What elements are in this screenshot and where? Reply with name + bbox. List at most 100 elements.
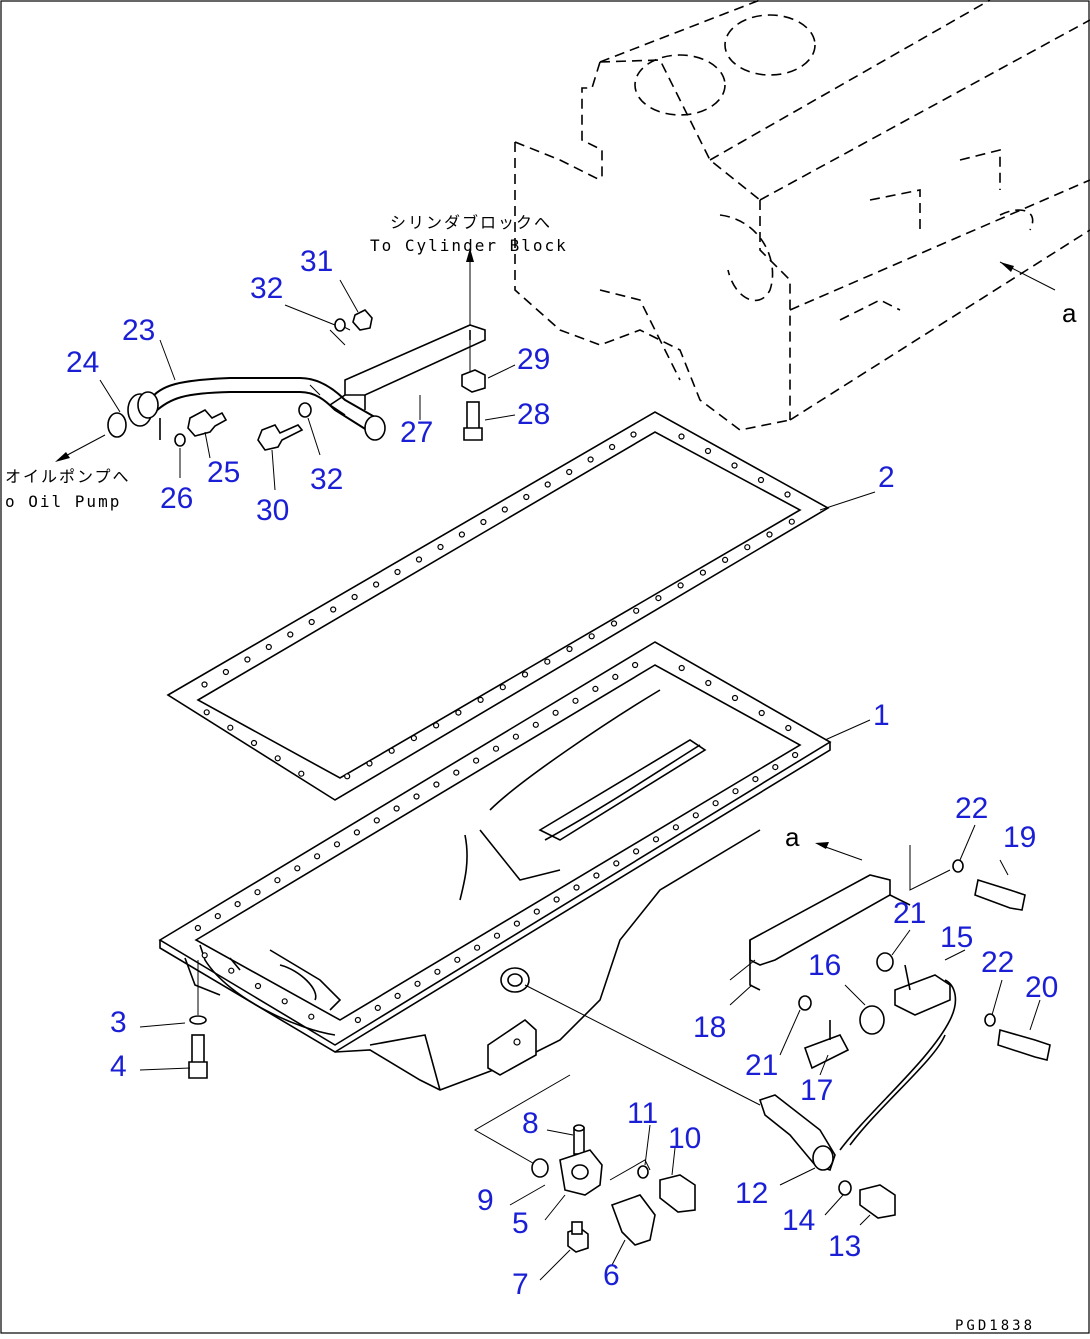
- bolt-hole: [415, 556, 423, 563]
- bolt-hole: [314, 853, 321, 860]
- bolt-hole: [374, 1004, 381, 1012]
- bolt-hole: [588, 633, 595, 640]
- ref-a-bottom-label: a: [785, 822, 800, 852]
- bolt-hole: [692, 812, 699, 819]
- bolt-hole: [553, 896, 560, 903]
- bolt-hole: [721, 556, 729, 564]
- bolt-hole: [366, 760, 373, 767]
- bolt-hole: [351, 593, 358, 601]
- bolt-hole: [592, 685, 599, 693]
- bolt-hole: [433, 781, 440, 788]
- ref-a-top-label: a: [1062, 298, 1077, 328]
- part-number-19: 19: [1003, 821, 1036, 854]
- bolt-hole: [492, 745, 500, 752]
- bolt-hole: [330, 606, 337, 613]
- bolt-hole: [757, 476, 765, 484]
- bolt-hole: [393, 805, 400, 812]
- part-number-22-upper: 22: [955, 792, 988, 825]
- part-number-26: 26: [160, 482, 193, 515]
- bolt-hole: [678, 433, 685, 440]
- bolt-hole: [333, 841, 341, 848]
- bolt-hole: [234, 900, 241, 908]
- bolt-hole: [413, 793, 420, 800]
- bolt-hole: [785, 724, 792, 732]
- bolt-hole: [227, 724, 234, 731]
- bolt-hole: [274, 755, 281, 762]
- bolt-hole: [678, 664, 685, 672]
- part-number-28: 28: [517, 398, 550, 431]
- bolt-hole: [544, 658, 551, 665]
- drawing-code: PGD1838: [955, 1318, 1035, 1334]
- part-number-15: 15: [940, 921, 973, 954]
- bolt-hole: [533, 908, 540, 915]
- part-number-11: 11: [627, 1097, 658, 1130]
- bolt-hole: [704, 447, 712, 455]
- bolt-hole: [474, 944, 481, 951]
- oil-pipe-assembly: [55, 248, 486, 462]
- bolt-hole: [434, 968, 441, 975]
- bolt-hole: [308, 618, 315, 626]
- part-number-10: 10: [668, 1122, 701, 1155]
- bolt-hole: [573, 884, 580, 891]
- bolt-hole: [784, 491, 791, 498]
- bolt-hole: [453, 769, 460, 776]
- bolt-hole: [433, 722, 440, 729]
- bolt-hole: [499, 684, 506, 691]
- bolt-hole: [473, 757, 480, 764]
- bolt-hole: [353, 829, 360, 836]
- bolt-hole: [633, 607, 640, 614]
- part-number-2: 2: [878, 461, 895, 494]
- bolt-hole: [344, 773, 351, 780]
- bolt-hole: [610, 620, 618, 627]
- bolt-hole: [630, 431, 637, 438]
- bolt-hole: [265, 643, 272, 651]
- oil-pan-1: [158, 641, 832, 1091]
- part-number-7: 7: [512, 1268, 529, 1301]
- bolt-hole: [731, 694, 739, 702]
- bolt-hole: [652, 836, 660, 843]
- bolt-hole: [228, 967, 235, 974]
- bolt-hole: [521, 671, 529, 678]
- part-number-18: 18: [693, 1011, 726, 1044]
- bolt-hole: [608, 443, 616, 451]
- bolt-hole: [201, 681, 208, 688]
- bolt-hole: [480, 518, 487, 526]
- bolt-hole: [214, 912, 221, 920]
- bolt-hole: [655, 594, 662, 602]
- part-number-callouts: 1 2 3 4 5 6 7 8 9 10 11 12 13 14 15 16 1…: [66, 245, 1058, 1301]
- bolt-hole: [532, 721, 539, 728]
- part-number-21-lower: 21: [745, 1049, 778, 1082]
- bolt-hole: [566, 468, 573, 476]
- bolt-hole: [455, 709, 462, 716]
- drain-valve-assembly: [473, 1074, 696, 1253]
- bolt-hole: [373, 817, 380, 824]
- bolt-hole: [287, 631, 294, 638]
- bolt-hole: [298, 770, 305, 777]
- to-cylinder-block-jp-label: シリンダブロックへ: [390, 213, 552, 232]
- bolt-hole: [501, 506, 508, 513]
- part-number-27: 27: [400, 416, 433, 449]
- bolt-hole: [744, 544, 751, 551]
- part-number-14: 14: [782, 1204, 815, 1237]
- bolt-hole: [632, 848, 640, 855]
- bolt-hole: [493, 932, 501, 939]
- part-number-32-upper: 32: [250, 272, 283, 305]
- bolt-hole: [552, 709, 559, 716]
- bolt-hole: [512, 733, 520, 740]
- bolt-hole: [254, 982, 262, 990]
- leader-lines: [99, 279, 1041, 1281]
- to-oil-pump-en-label: o Oil Pump: [5, 492, 121, 511]
- bolt-hole: [587, 456, 594, 463]
- to-oil-pump-jp-label: オイルポンプへ: [5, 467, 131, 486]
- part-number-17: 17: [800, 1074, 833, 1107]
- bolt-hole: [458, 531, 465, 538]
- part-number-4: 4: [110, 1050, 127, 1083]
- bolt-hole: [394, 992, 401, 1000]
- part-number-13: 13: [828, 1230, 861, 1263]
- bolt-hole: [631, 661, 639, 669]
- bolt-hole: [250, 739, 258, 747]
- level-gauge-assembly: [524, 842, 1051, 1219]
- bolt-hole: [454, 956, 461, 963]
- bolt-hole: [203, 709, 210, 716]
